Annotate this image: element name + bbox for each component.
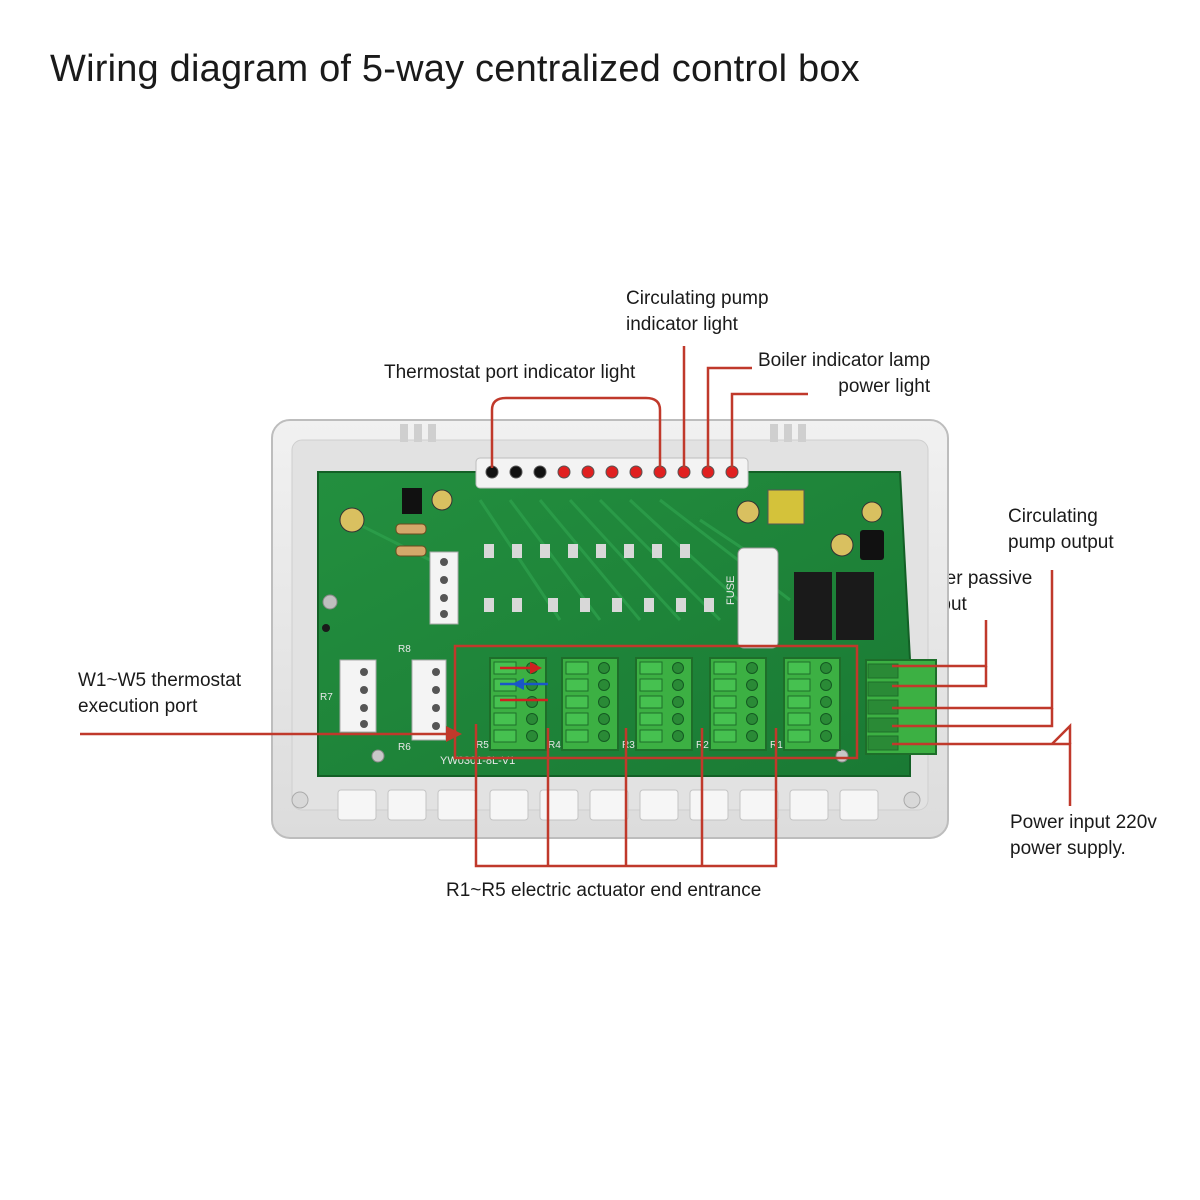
pump-output-label: Circulating pump output xyxy=(1008,506,1114,553)
terminal-screw xyxy=(598,679,610,691)
actuator-label: R1~R5 electric actuator end entrance xyxy=(446,880,762,901)
indicator-led xyxy=(509,465,523,479)
terminal-screw xyxy=(526,713,538,725)
terminal-slot xyxy=(565,712,589,726)
terminal-slot xyxy=(713,729,737,743)
terminal-slot xyxy=(493,712,517,726)
terminal-screw xyxy=(746,713,758,725)
boiler-lamp-label: Boiler indicator lamp power light xyxy=(758,350,931,397)
terminal-slot xyxy=(787,695,811,709)
indicator-led xyxy=(605,465,619,479)
terminal-slot xyxy=(713,661,737,675)
terminal-slot xyxy=(787,661,811,675)
leader-lines xyxy=(80,346,1072,868)
thermostat-arrow-head xyxy=(446,726,462,742)
terminal-slot xyxy=(639,695,663,709)
indicator-led xyxy=(629,465,643,479)
terminal-screw xyxy=(672,662,684,674)
terminal-screw xyxy=(820,696,832,708)
slot-label-r8: R8 xyxy=(398,644,411,655)
terminal-slot xyxy=(787,729,811,743)
terminal-slot xyxy=(787,678,811,692)
terminal-screw xyxy=(672,730,684,742)
terminal-screw xyxy=(820,730,832,742)
terminal-screw xyxy=(598,730,610,742)
terminal-slot xyxy=(565,661,589,675)
terminal-slot xyxy=(639,678,663,692)
terminal-slot xyxy=(639,661,663,675)
terminal-screw xyxy=(598,696,610,708)
terminal-screw xyxy=(598,662,610,674)
indicator-led xyxy=(557,465,571,479)
thermostat-light-label: Thermostat port indicator light xyxy=(384,362,636,383)
terminal-screw xyxy=(746,679,758,691)
terminal-screw xyxy=(672,679,684,691)
terminal-slot xyxy=(713,695,737,709)
terminal-screw xyxy=(672,696,684,708)
pump-light-label: Circulating pump indicator light xyxy=(626,288,769,335)
indicator-led xyxy=(581,465,595,479)
terminal-slot xyxy=(565,695,589,709)
terminal-slot xyxy=(787,712,811,726)
thermostat-port-label: W1~W5 thermostat execution port xyxy=(78,670,242,717)
slot-label-r7: R7 xyxy=(320,692,333,703)
terminal-screw xyxy=(746,730,758,742)
terminal-screw xyxy=(820,679,832,691)
slot-label: R4 xyxy=(548,740,561,751)
terminal-screw xyxy=(746,696,758,708)
terminal-slot xyxy=(565,729,589,743)
slot-label-r6: R6 xyxy=(398,742,411,753)
power-input-label: Power input 220v power supply. xyxy=(1010,812,1157,859)
terminal-screw xyxy=(820,662,832,674)
terminal-slot xyxy=(493,695,517,709)
terminal-screw xyxy=(526,730,538,742)
terminal-screw xyxy=(746,662,758,674)
terminal-screw xyxy=(820,713,832,725)
terminal-slot xyxy=(639,712,663,726)
terminal-slot xyxy=(713,678,737,692)
slot-label: R3 xyxy=(622,740,635,751)
terminal-slot xyxy=(713,712,737,726)
page-title: Wiring diagram of 5-way centralized cont… xyxy=(50,48,860,90)
terminal-screw xyxy=(526,696,538,708)
wiring-detail xyxy=(500,662,548,702)
indicator-led-strip xyxy=(475,457,749,489)
terminal-screw xyxy=(672,713,684,725)
terminal-slot xyxy=(639,729,663,743)
terminal-slot xyxy=(493,729,517,743)
terminal-screw xyxy=(598,713,610,725)
indicator-led xyxy=(533,465,547,479)
fuse-label: FUSE xyxy=(725,576,737,605)
terminal-slot xyxy=(565,678,589,692)
slot-label: R5 xyxy=(476,740,489,751)
